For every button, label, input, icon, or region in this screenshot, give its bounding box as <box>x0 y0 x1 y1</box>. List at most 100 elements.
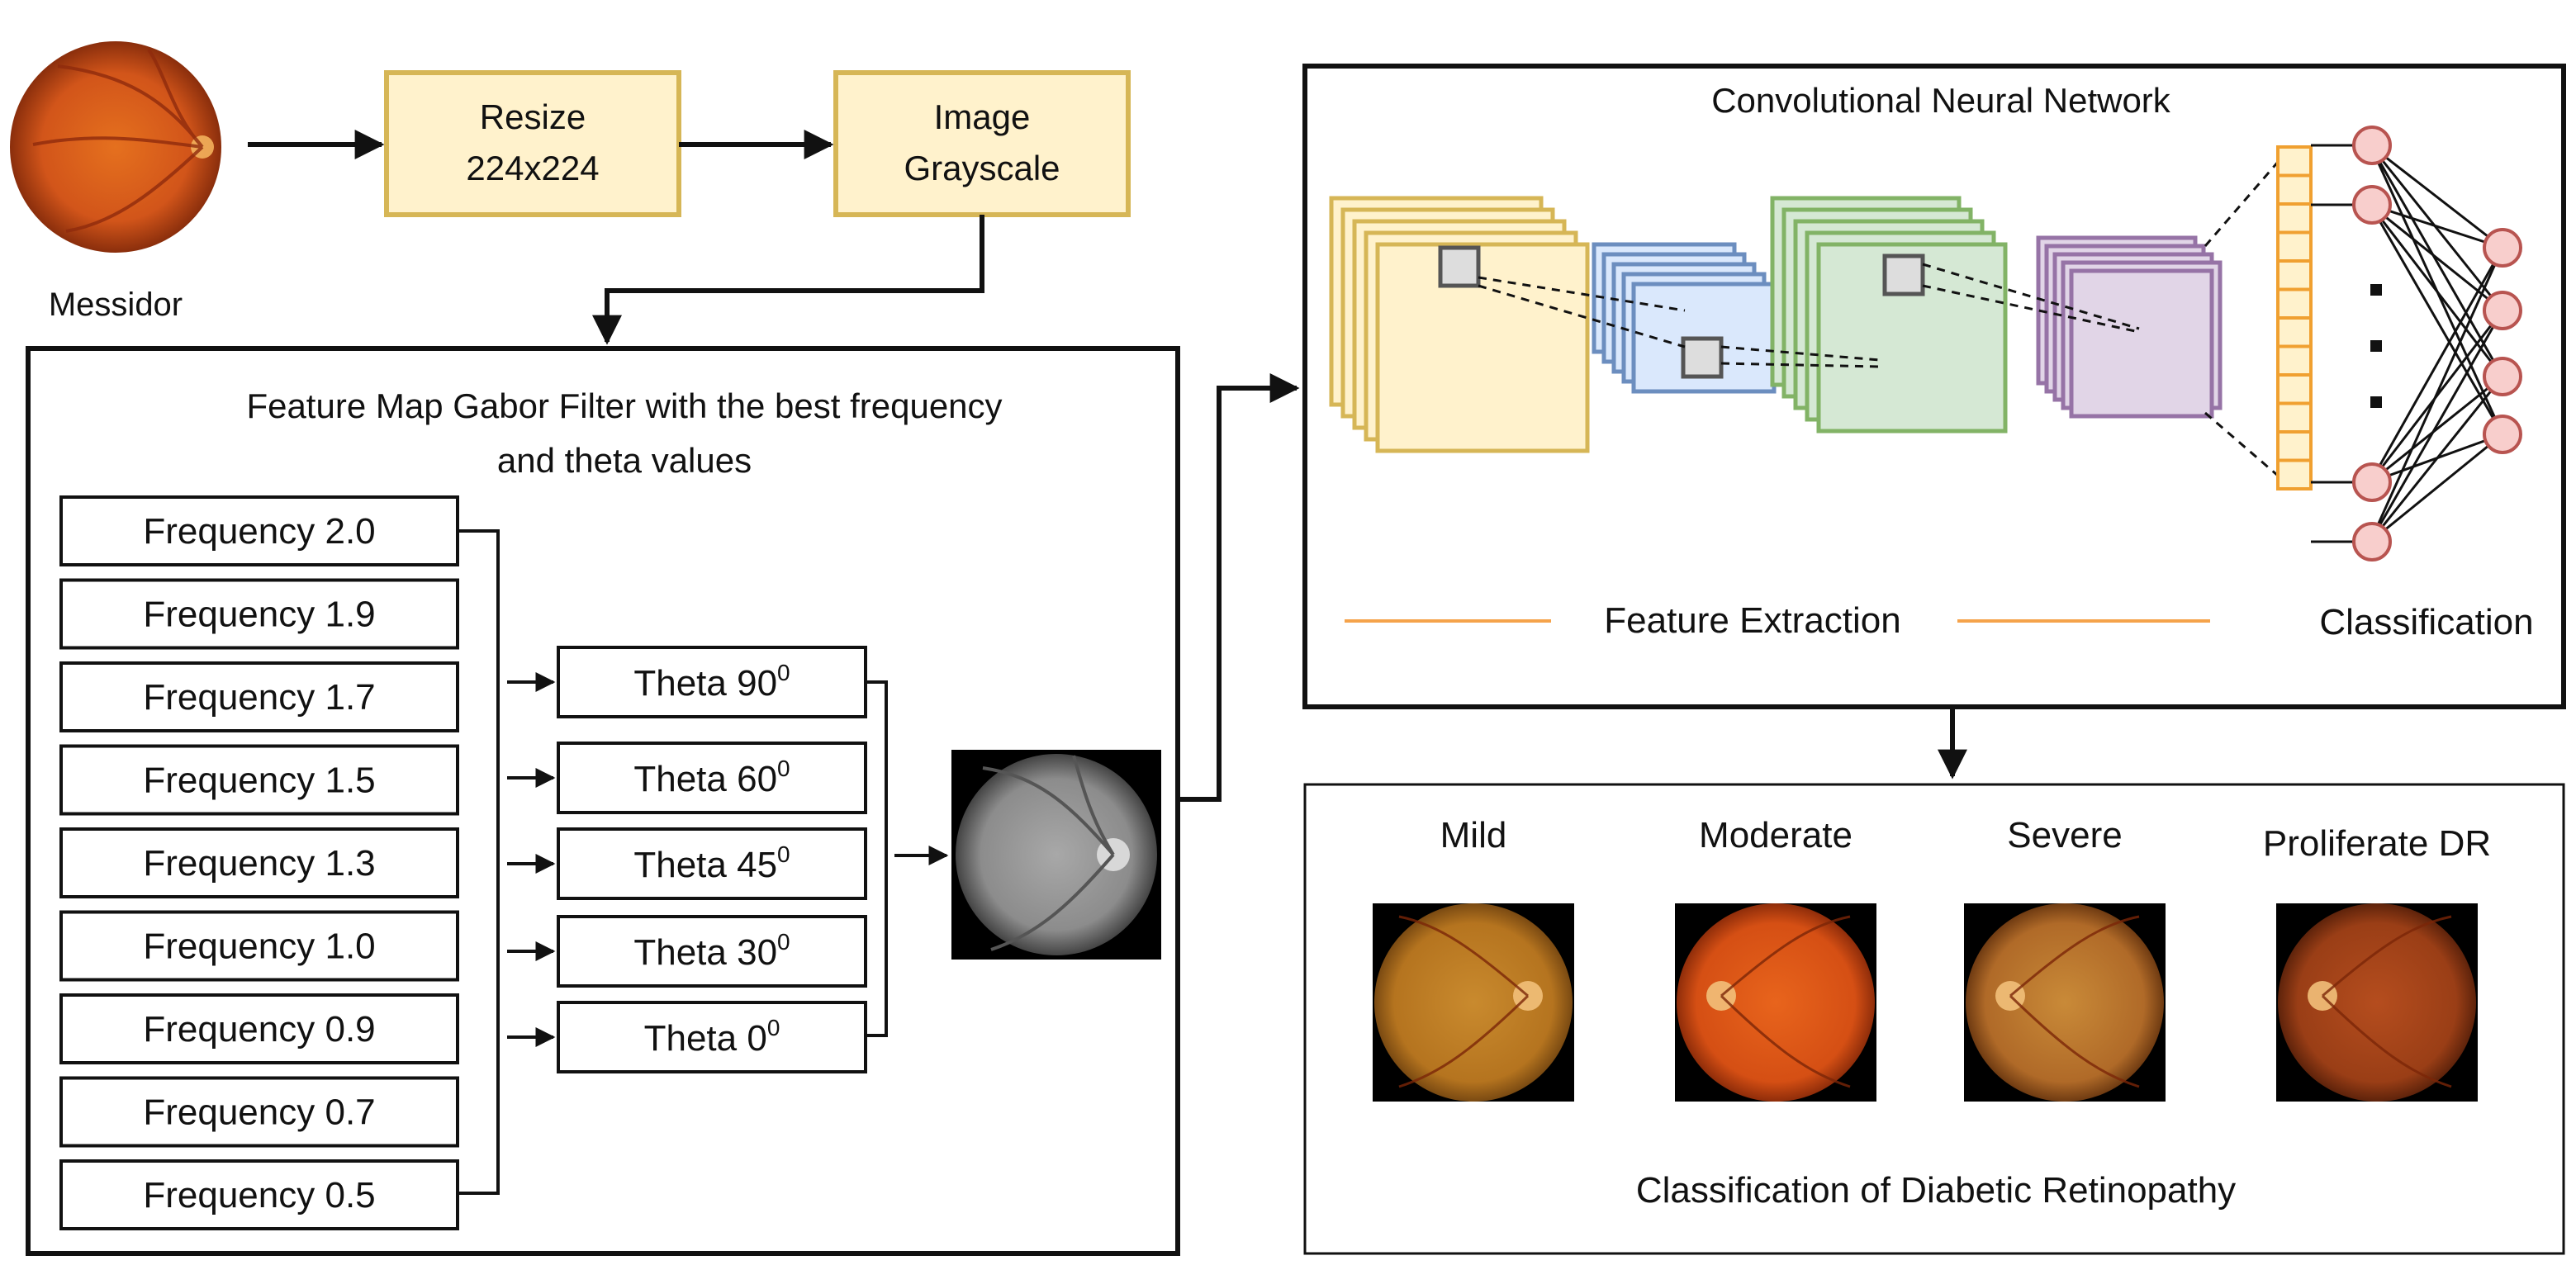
theta-box <box>557 827 867 900</box>
class-label: Proliferate DR <box>2263 823 2491 864</box>
dense-edge <box>2370 203 2503 249</box>
cnn-title: Convolutional Neural Network <box>1711 81 2171 120</box>
gabor-feature-map-image <box>951 750 1161 960</box>
output-node <box>2483 228 2522 268</box>
frequency-box <box>59 661 459 732</box>
dense-edge <box>2369 247 2504 543</box>
cnn-input-stack <box>1329 196 1590 453</box>
theta-box <box>557 742 867 814</box>
frequency-label: Frequency 1.0 <box>143 926 375 967</box>
flatten-cell <box>2276 230 2313 263</box>
output-node <box>2483 415 2522 454</box>
dense-edge <box>2369 310 2504 543</box>
classification-label: Classification <box>2319 602 2533 642</box>
theta-degree: 0 <box>767 1015 780 1040</box>
frequency-box <box>59 827 459 898</box>
class-fundus-image <box>1675 903 1876 1102</box>
frequency-box <box>59 1159 459 1230</box>
flatten-cell <box>2276 344 2313 377</box>
ellipsis-dots <box>2370 284 2382 408</box>
frequency-label: Frequency 1.5 <box>143 761 375 801</box>
grayscale-box <box>833 70 1131 217</box>
flatten-vector <box>2276 145 2313 490</box>
dense-nodes <box>2352 126 2522 562</box>
class-label: Severe <box>2007 815 2122 855</box>
flatten-cell <box>2276 373 2313 405</box>
messidor-label: Messidor <box>49 287 183 323</box>
gabor-title-line2: and theta values <box>497 441 752 480</box>
class-fundus-image <box>1373 903 1574 1102</box>
resize-label: Resize <box>480 97 586 136</box>
frequency-box <box>59 578 459 650</box>
dense-edge <box>2369 247 2504 483</box>
resize-box <box>384 70 681 217</box>
hidden-node <box>2352 522 2392 562</box>
flatten-cell <box>2276 401 2313 434</box>
frequency-label: Frequency 1.3 <box>143 843 375 884</box>
theta-input-arrows <box>507 672 556 1047</box>
theta-label: Theta 900 <box>633 660 790 704</box>
frequency-box <box>59 910 459 982</box>
dense-edge <box>2370 433 2503 543</box>
theta-degree: 0 <box>777 841 790 867</box>
flatten-cell <box>2276 430 2313 462</box>
theta-label: Theta 00 <box>644 1015 780 1059</box>
flatten-cell <box>2276 173 2313 206</box>
theta-value: Theta 60 <box>633 759 777 799</box>
flatten-cell <box>2276 316 2313 348</box>
theta-box <box>557 1001 867 1073</box>
resize-size-label: 224x224 <box>466 149 599 187</box>
class-label: Moderate <box>1699 815 1853 855</box>
hidden-node <box>2352 185 2392 225</box>
theta-degree: 0 <box>777 660 790 685</box>
dense-edge <box>2370 144 2503 249</box>
theta-value: Theta 90 <box>633 663 777 704</box>
frequency-bracket <box>458 529 500 1195</box>
flatten-cell <box>2276 458 2313 490</box>
dense-edge <box>2369 145 2504 311</box>
frequency-label: Frequency 0.9 <box>143 1009 375 1050</box>
dense-edge <box>2369 376 2504 543</box>
frequency-label: Frequency 1.7 <box>143 677 375 718</box>
theta-bracket <box>866 680 888 1037</box>
gabor-title-line1: Feature Map Gabor Filter with the best f… <box>246 386 1002 425</box>
theta-degree: 0 <box>777 756 790 781</box>
frequency-label: Frequency 0.7 <box>143 1092 375 1133</box>
flatten-cell <box>2276 145 2313 178</box>
cnn-conv2-stack <box>1770 196 2008 434</box>
flatten-cell <box>2276 287 2313 320</box>
results-title: Classification of Diabetic Retinopathy <box>1636 1170 2236 1211</box>
arrow-to-cnn <box>1178 373 1300 802</box>
feature-extraction-label: Feature Extraction <box>1604 600 1901 641</box>
theta-box <box>557 915 867 988</box>
frequency-label: Frequency 2.0 <box>143 511 375 552</box>
theta-degree: 0 <box>777 929 790 955</box>
theta-value: Theta 0 <box>644 1018 767 1059</box>
dense-edge <box>2370 203 2503 312</box>
flatten-cell <box>2276 259 2313 291</box>
class-fundus-image <box>1964 903 2166 1102</box>
dense-edge <box>2370 375 2503 484</box>
arrow-to-gabor <box>592 215 984 345</box>
theta-value: Theta 30 <box>633 932 777 973</box>
dense-edge <box>2369 204 2504 435</box>
frequency-label: Frequency 1.9 <box>143 595 375 635</box>
frequency-box <box>59 495 459 566</box>
frequency-box <box>59 744 459 816</box>
dense-connections <box>2311 144 2504 543</box>
grayscale-label-1: Image <box>934 97 1031 136</box>
theta-label: Theta 600 <box>633 756 790 799</box>
hidden-node <box>2352 126 2392 165</box>
frequency-box <box>59 1076 459 1148</box>
class-label: Mild <box>1440 815 1507 855</box>
frequency-box <box>59 993 459 1064</box>
theta-value: Theta 45 <box>633 845 777 885</box>
cnn-pool-stack <box>2036 235 2223 419</box>
hidden-node <box>2352 462 2392 502</box>
flatten-cell <box>2276 202 2313 235</box>
cnn-layers <box>1329 126 2522 562</box>
cnn-projection-lines <box>1478 148 2291 487</box>
